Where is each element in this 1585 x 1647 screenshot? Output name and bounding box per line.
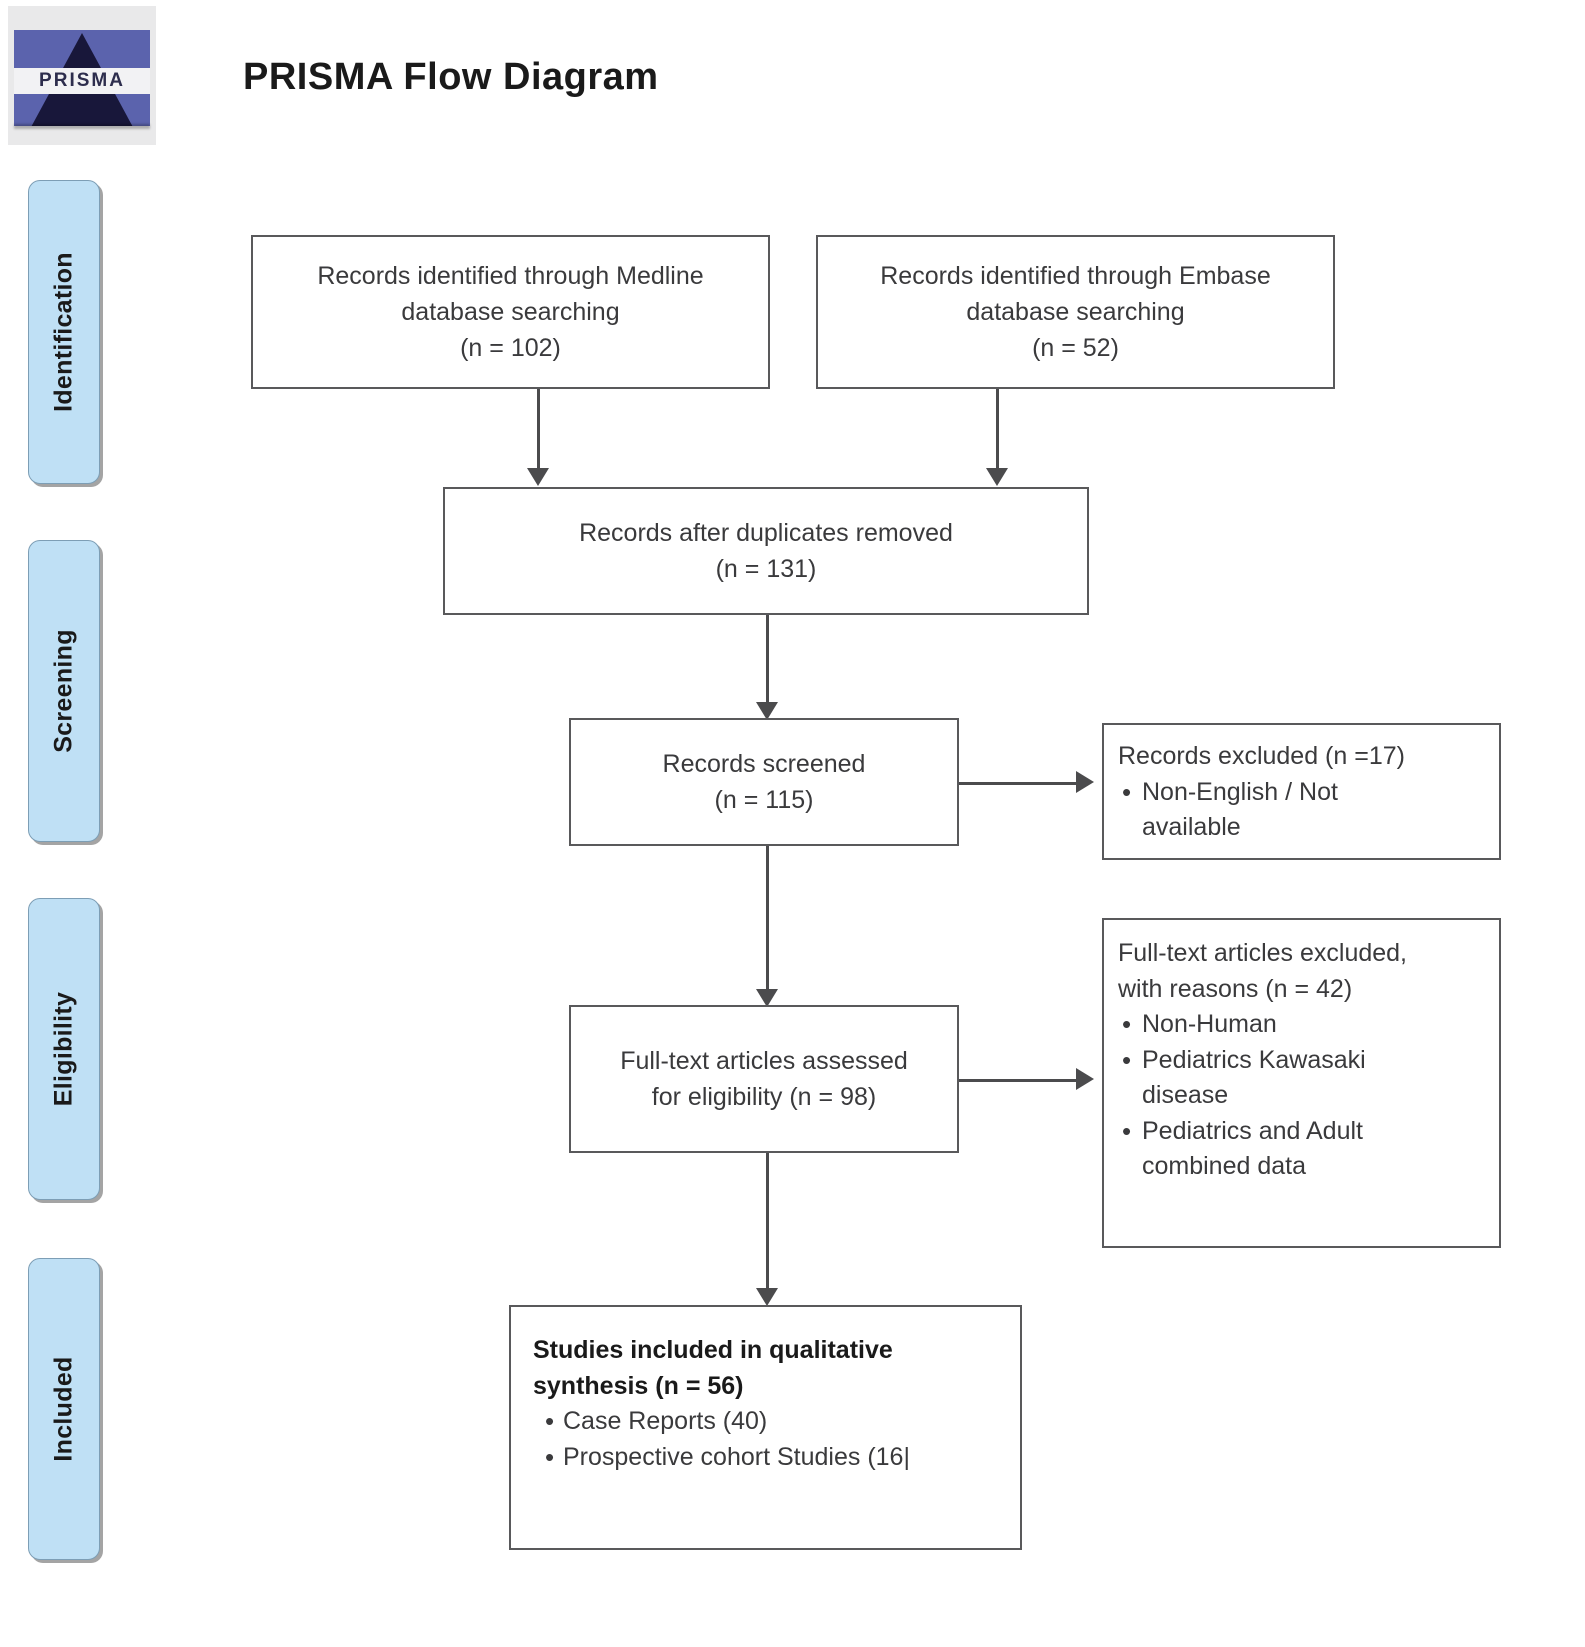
box-fulltext-assessed: Full-text articles assessed for eligibil… (569, 1005, 959, 1153)
box-records-screened-count: (n = 115) (714, 786, 814, 814)
connector-fulltext-to-included (766, 1153, 769, 1293)
page-title: PRISMA Flow Diagram (243, 56, 659, 98)
arrowhead-screened-to-fulltext (756, 989, 778, 1007)
box-records-after-duplicates: Records after duplicates removed (n = 13… (443, 487, 1089, 615)
box-studies-included-bullet-0: Case Reports (40) (563, 1407, 768, 1435)
prisma-logo: PRISMA (8, 6, 156, 145)
arrowhead-medline-to-duplicates (527, 468, 549, 486)
prisma-logo-band (14, 68, 150, 94)
arrowhead-duplicates-to-screened (756, 702, 778, 720)
stage-included: Included (28, 1258, 100, 1560)
box-records-screened: Records screened (n = 115) (569, 718, 959, 846)
arrowhead-embase-to-duplicates (986, 468, 1008, 486)
box-studies-included: Studies included in qualitative synthesi… (509, 1305, 1022, 1550)
list-item: Pediatrics Kawasaki disease (1118, 1042, 1485, 1114)
list-item: Non-Human (1118, 1006, 1485, 1043)
list-item: Non-English / Not available (1118, 774, 1485, 846)
list-item: Case Reports (40) (533, 1403, 1006, 1440)
box-studies-included-bullet-list: Case Reports (40) Prospective cohort Stu… (533, 1403, 1006, 1476)
box-fulltext-excluded-bullet-2-cont: combined data (1142, 1152, 1307, 1180)
box-records-excluded: Records excluded (n =17) Non-English / N… (1102, 723, 1501, 860)
connector-fulltext-to-excluded (959, 1079, 1079, 1082)
connector-screened-to-excluded (959, 782, 1079, 785)
prisma-logo-text: PRISMA (39, 70, 125, 91)
box-records-after-duplicates-count: (n = 131) (715, 555, 817, 583)
stage-screening: Screening (28, 540, 100, 842)
arrowhead-fulltext-to-included (756, 1288, 778, 1306)
box-records-embase-count: (n = 52) (1032, 334, 1119, 363)
prisma-logo-graphic: PRISMA (14, 30, 150, 126)
arrowhead-fulltext-to-excluded (1076, 1068, 1094, 1090)
box-records-excluded-heading: Records excluded (n =17) (1118, 742, 1405, 770)
list-item: Prospective cohort Studies (16| (533, 1439, 1006, 1476)
box-records-medline-line1: Records identified through Medline (317, 261, 704, 290)
box-fulltext-excluded-bullet-1: Pediatrics Kawasaki (1142, 1045, 1366, 1074)
arrowhead-screened-to-excluded (1076, 771, 1094, 793)
box-records-excluded-bullet-0-cont: available (1142, 813, 1241, 841)
stage-eligibility-label: Eligibility (49, 991, 78, 1107)
box-studies-included-line1: Studies included in qualitative (533, 1336, 893, 1364)
box-studies-included-line2: synthesis (n = 56) (533, 1371, 744, 1400)
connector-duplicates-to-screened (766, 615, 769, 707)
box-records-embase-line1: Records identified through Embase (880, 261, 1271, 290)
box-fulltext-excluded: Full-text articles excluded, with reason… (1102, 918, 1501, 1248)
stage-included-label: Included (49, 1356, 78, 1462)
connector-medline-to-duplicates (537, 389, 540, 473)
box-fulltext-excluded-bullet-1-cont: disease (1142, 1081, 1229, 1109)
stage-identification: Identification (28, 180, 100, 484)
box-fulltext-excluded-bullet-list: Non-Human Pediatrics Kawasaki disease Pe… (1118, 1006, 1485, 1185)
stage-screening-label: Screening (49, 629, 78, 753)
box-studies-included-bullet-1: Prospective cohort Studies (16| (563, 1442, 910, 1471)
box-records-medline-count: (n = 102) (460, 334, 561, 363)
box-records-medline: Records identified through Medline datab… (251, 235, 770, 389)
list-item: Pediatrics and Adult combined data (1118, 1113, 1485, 1185)
box-records-excluded-bullet-list: Non-English / Not available (1118, 774, 1485, 846)
box-fulltext-excluded-heading1: Full-text articles excluded, (1118, 939, 1408, 967)
box-fulltext-assessed-line1: Full-text articles assessed (620, 1046, 908, 1075)
connector-embase-to-duplicates (996, 389, 999, 473)
box-records-excluded-bullet-0: Non-English / Not (1142, 777, 1338, 806)
box-fulltext-assessed-line2: for eligibility (n = 98) (651, 1083, 877, 1111)
connector-screened-to-fulltext (766, 846, 769, 994)
stage-identification-label: Identification (49, 252, 78, 412)
stage-eligibility: Eligibility (28, 898, 100, 1200)
box-fulltext-excluded-heading2: with reasons (n = 42) (1118, 974, 1353, 1003)
prisma-logo-shadow (14, 124, 150, 129)
box-fulltext-excluded-bullet-2: Pediatrics and Adult (1142, 1116, 1363, 1145)
box-records-embase: Records identified through Embase databa… (816, 235, 1335, 389)
box-records-screened-line1: Records screened (662, 749, 866, 778)
box-records-medline-line2: database searching (401, 297, 620, 326)
box-records-embase-line2: database searching (966, 297, 1185, 326)
box-records-after-duplicates-line1: Records after duplicates removed (579, 518, 953, 547)
box-fulltext-excluded-bullet-0: Non-Human (1142, 1010, 1277, 1038)
